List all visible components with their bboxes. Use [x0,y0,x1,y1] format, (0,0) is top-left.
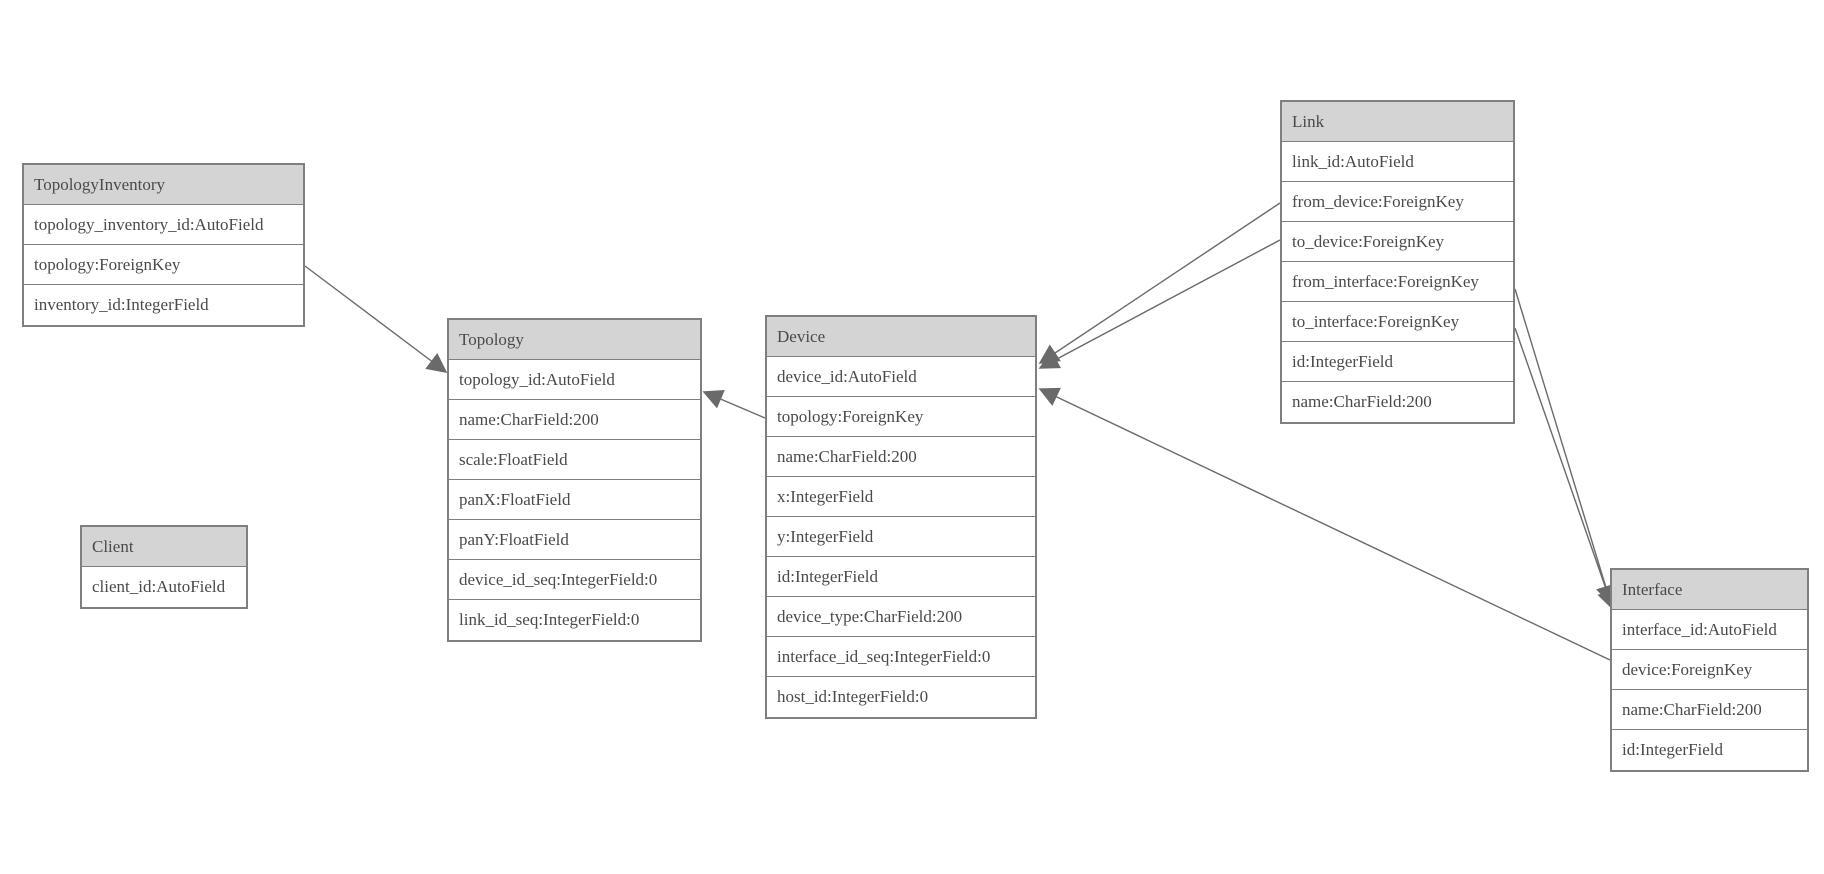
entity-title-link: Link [1282,102,1513,142]
field-row-device: x:IntegerField [767,477,1035,517]
field-row-topology: panX:FloatField [449,480,700,520]
entity-title-topology: Topology [449,320,700,360]
field-row-topology: link_id_seq:IntegerField:0 [459,610,640,629]
relation-device-topology [702,390,766,419]
relation-link-to-device [1038,239,1281,369]
field-row-device: topology:ForeignKey [767,397,1035,437]
field-row-link: id:IntegerField [1282,342,1513,382]
field-row-device: host_id:IntegerField:0 [777,687,929,706]
field-row-topology: panY:FloatField [449,520,700,560]
field-row-topology: name:CharField:200 [449,400,700,440]
entity-client: Client client_id:AutoField [80,525,248,609]
relation-topologyinventory-topology [304,265,448,373]
field-row-interface: device:ForeignKey [1612,650,1807,690]
field-row-device: device_id:AutoField [767,357,1035,397]
relation-interface-device [1038,387,1611,661]
field-row-topology: scale:FloatField [449,440,700,480]
field-row-topology_inventory: inventory_id:IntegerField [34,295,209,314]
entity-title-topology_inventory: TopologyInventory [24,165,303,205]
field-row-link: to_interface:ForeignKey [1282,302,1513,342]
entity-title-client: Client [82,527,246,567]
field-row-interface: interface_id:AutoField [1612,610,1807,650]
field-row-link: name:CharField:200 [1292,392,1432,411]
entity-title-device: Device [767,317,1035,357]
field-row-link: from_interface:ForeignKey [1282,262,1513,302]
field-row-topology_inventory: topology:ForeignKey [24,245,303,285]
relation-link-to-interface [1514,327,1617,611]
field-row-link: to_device:ForeignKey [1282,222,1513,262]
entity-title-interface: Interface [1612,570,1807,610]
field-row-topology: topology_id:AutoField [449,360,700,400]
field-row-link: link_id:AutoField [1282,142,1513,182]
field-row-topology_inventory: topology_inventory_id:AutoField [24,205,303,245]
field-row-topology: device_id_seq:IntegerField:0 [449,560,700,600]
field-row-interface: id:IntegerField [1622,740,1724,759]
field-row-interface: name:CharField:200 [1612,690,1807,730]
relation-link-from-device [1038,202,1281,364]
field-row-link: from_device:ForeignKey [1282,182,1513,222]
field-row-device: interface_id_seq:IntegerField:0 [767,637,1035,677]
field-row-device: id:IntegerField [767,557,1035,597]
field-row-device: name:CharField:200 [767,437,1035,477]
field-row-device: y:IntegerField [767,517,1035,557]
field-row-device: device_type:CharField:200 [767,597,1035,637]
relation-link-from-interface [1514,288,1616,606]
field-row-client: client_id:AutoField [92,577,226,596]
